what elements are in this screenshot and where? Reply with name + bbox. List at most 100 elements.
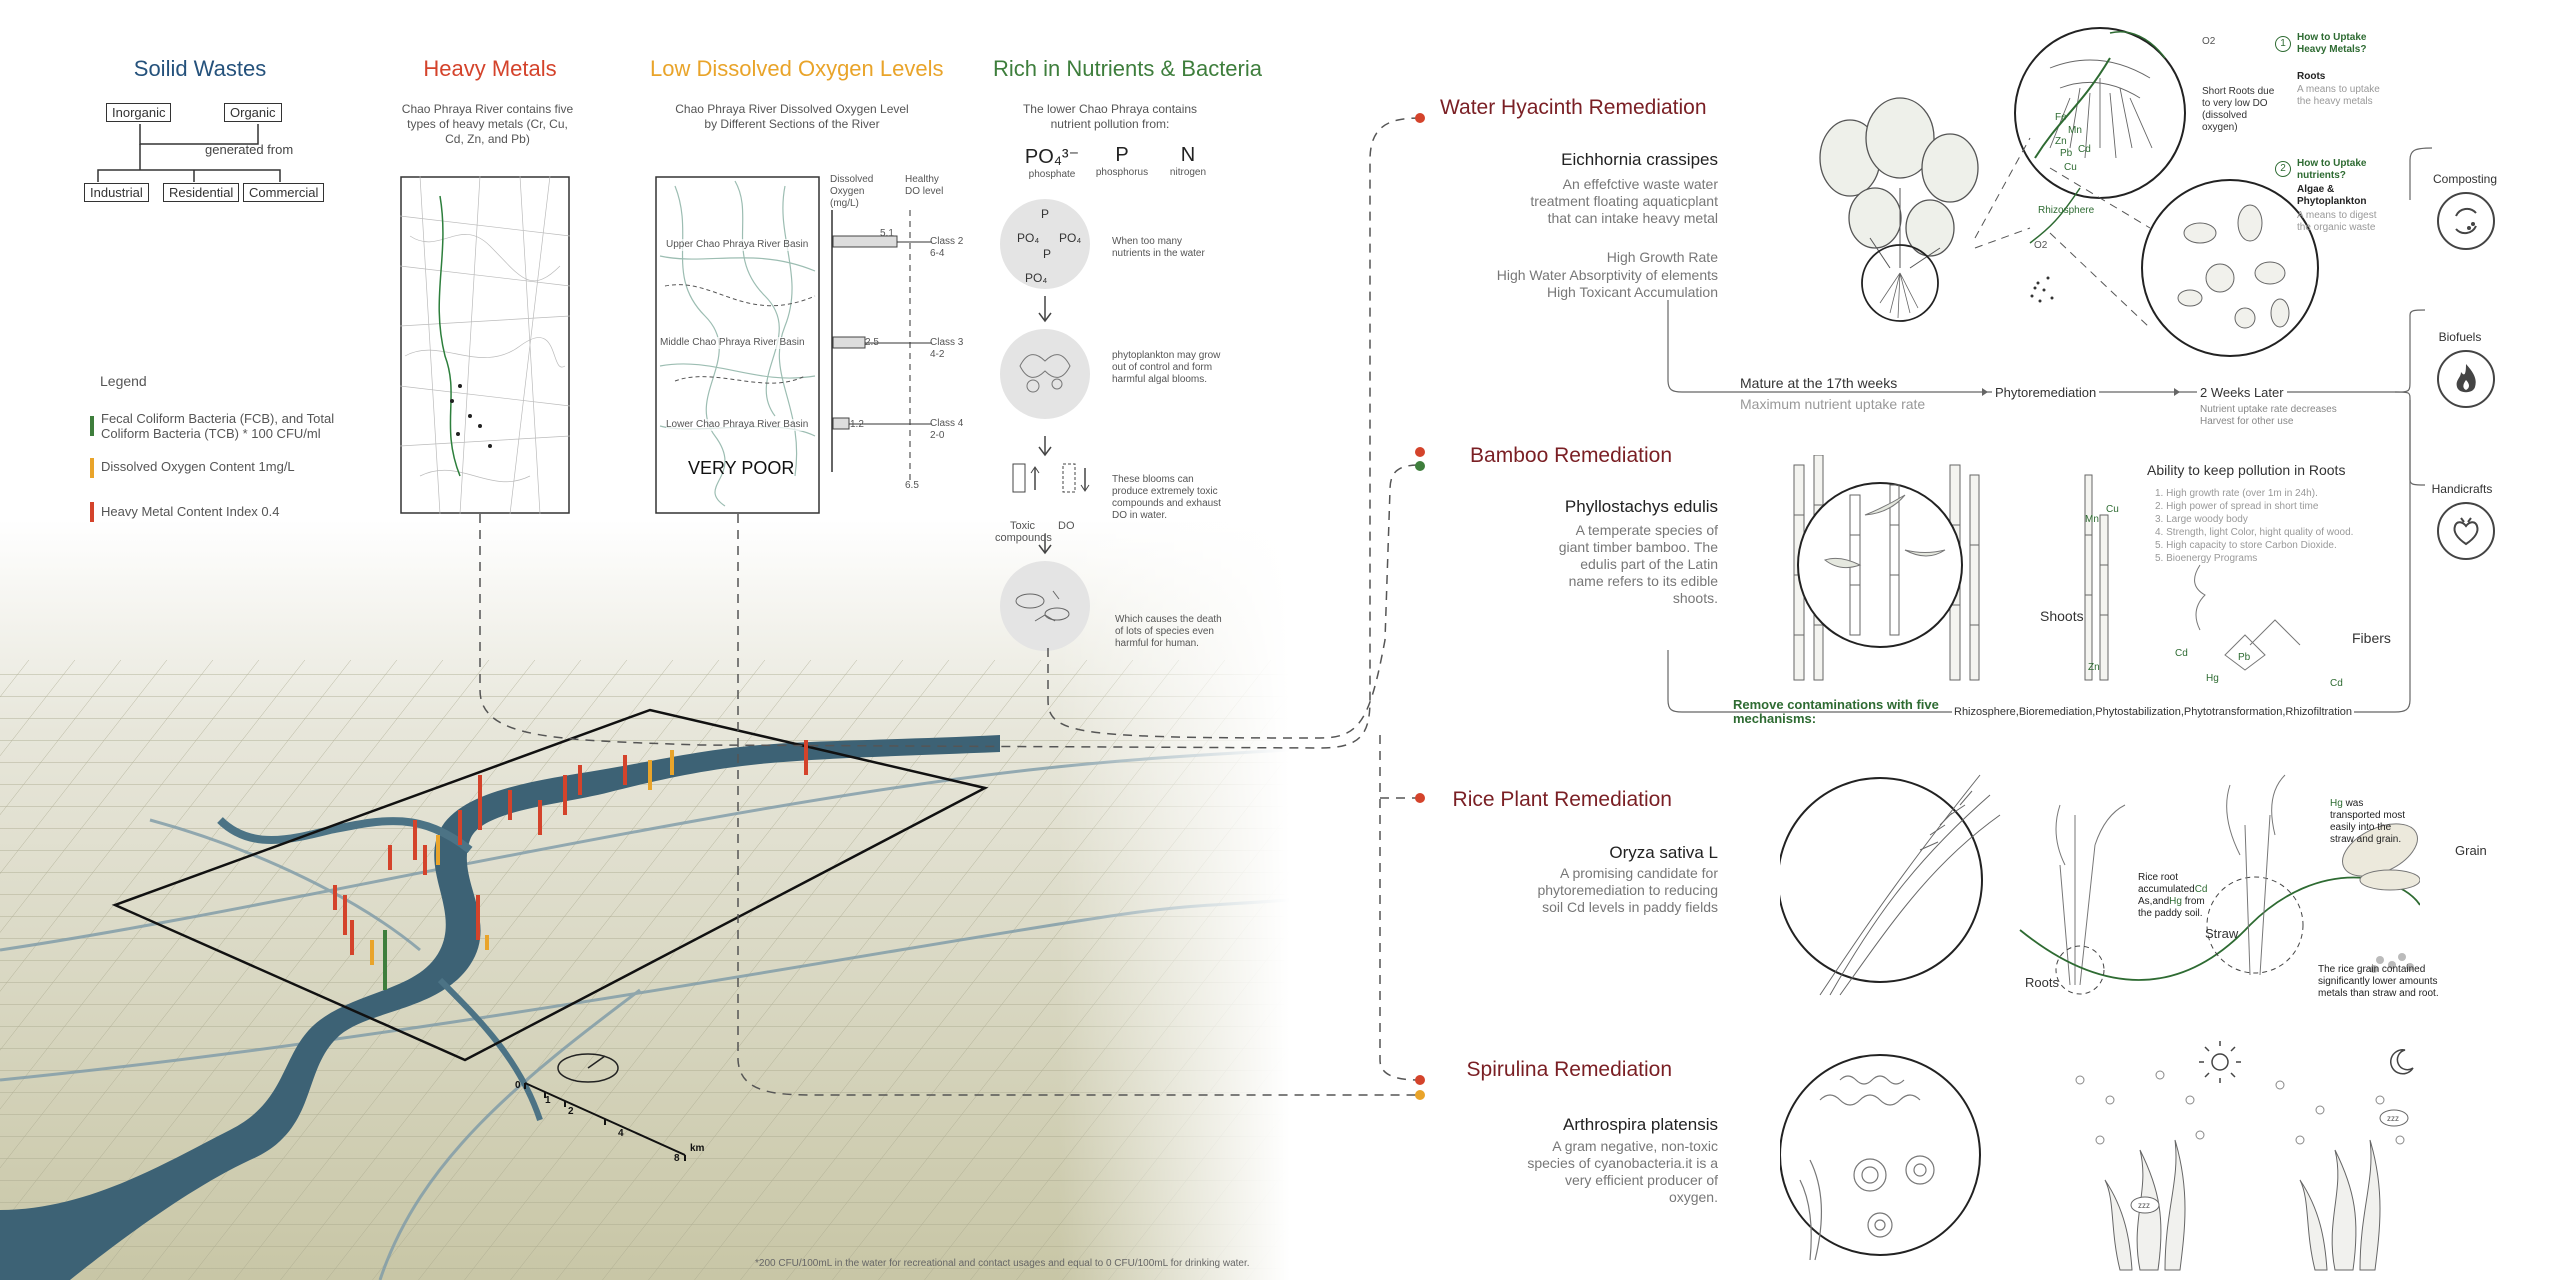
metal-cu: Cu — [2064, 162, 2077, 173]
metal-pb: Pb — [2060, 148, 2073, 159]
do-axis-label: Dissolved Oxygen (mg/L) — [830, 174, 874, 209]
bamboo-ability-3: 3. Large woody body — [2155, 514, 2248, 525]
nutrient-step-1: When too many nutrients in the water — [1112, 236, 1205, 259]
nutrients-title: Rich in Nutrients & Bacteria — [993, 56, 1262, 81]
legend-bar-heavy-metal — [90, 502, 94, 522]
q2-number: 2 — [2275, 161, 2291, 177]
q1-title: How to Uptake Heavy Metals? — [2297, 32, 2367, 55]
o2-top-label: O2 — [2202, 36, 2216, 47]
rice-root-note: Rice root accumulatedCd As,andHg from th… — [2138, 872, 2208, 919]
uptake-decrease-label: Nutrient uptake rate decreases — [2200, 404, 2337, 415]
metal-fe: Fe — [2055, 112, 2067, 123]
do-section-lower-label: Lower Chao Phraya River Basin — [666, 419, 809, 431]
bamboo-illustration — [1793, 455, 2301, 681]
handicrafts-icon — [2437, 502, 2495, 560]
bamboo-ability-4: 4. Strength, light Color, hight quality … — [2155, 527, 2354, 538]
do-map-caption: VERY POOR — [688, 458, 795, 478]
legend-do-label: Dissolved Oxygen Content 1mg/L — [101, 459, 295, 474]
water-hyacinth-title: Water Hyacinth Remediation — [1440, 96, 1707, 119]
zzz-bubble-2: zzz — [2138, 1201, 2150, 1210]
inorganic-box: Inorganic — [106, 103, 172, 122]
legend-bar-fcb — [90, 416, 94, 436]
q2-answer: Algae & Phytoplankton — [2297, 184, 2367, 207]
nutrient-step-3: These blooms can produce extremely toxic… — [1112, 474, 1221, 521]
residential-box: Residential — [163, 183, 240, 202]
nutrient-phosphorus: P phosphorus — [1095, 144, 1149, 178]
do-bar-chart — [831, 210, 932, 480]
water-hyacinth-desc: An effefctive waste water treatment floa… — [1530, 176, 1718, 226]
rice-roots-label: Roots — [2025, 975, 2059, 990]
weeks-later-label: 2 Weeks Later — [2197, 385, 2287, 400]
aerial-city-map — [0, 520, 1290, 1280]
bamboo-species: Phyllostachys edulis — [1564, 497, 1718, 516]
water-hyacinth-feature-3: High Toxicant Accumulation — [1547, 284, 1718, 300]
generated-from-label: generated from — [205, 142, 294, 157]
bamboo-ability-5: 5. High capacity to store Carbon Dioxide… — [2155, 540, 2337, 551]
scale-tick-2: 2 — [568, 1106, 574, 1117]
commercial-box: Commercial — [243, 183, 325, 202]
mature-label: Mature at the 17th weeks — [1740, 375, 1898, 391]
do-section-middle-label: Middle Chao Phraya River Basin — [660, 337, 805, 349]
rice-hg-note: Hg was transported most easily into the … — [2330, 798, 2406, 845]
svg-text:PO₄: PO₄ — [1017, 231, 1039, 245]
organic-box: Organic — [224, 103, 282, 122]
bamboo-ability-2: 2. High power of spread in short time — [2155, 501, 2319, 512]
do-lower-value: 1.2 — [850, 419, 864, 430]
rice-species: Oryza sativa L — [1609, 843, 1718, 862]
low-do-title: Low Dissolved Oxygen Levels — [650, 56, 944, 81]
bamboo-metal-zn: Zn — [2088, 662, 2100, 673]
nutrient-step-2: phytoplankton may grow out of control an… — [1112, 350, 1221, 385]
svg-text:PO₄: PO₄ — [1059, 231, 1081, 245]
svg-text:P: P — [1043, 247, 1051, 261]
legend-title: Legend — [100, 373, 147, 389]
spirulina-desc: A gram negative, non-toxic species of cy… — [1527, 1138, 1718, 1205]
do-indicator-label: DO — [1058, 520, 1075, 532]
svg-text:P: P — [1041, 207, 1049, 221]
svg-text:PO₄: PO₄ — [1025, 271, 1047, 285]
q2-desc: A means to digest the organic waste — [2297, 210, 2377, 233]
water-hyacinth-feature-1: High Growth Rate — [1606, 249, 1718, 265]
use-biofuels-label: Biofuels — [2438, 330, 2482, 344]
bamboo-ability-6: 5. Bioenergy Programs — [2155, 553, 2258, 564]
nutrient-process-diagram: P PO₄ PO₄ P PO₄ — [1000, 199, 1090, 651]
scale-tick-1: 1 — [545, 1095, 551, 1106]
bamboo-mechanisms: Rhizosphere,Bioremediation,Phytostabiliz… — [1952, 706, 2355, 718]
rice-desc: A promising candidate for phytoremediati… — [1537, 865, 1718, 915]
use-handicrafts-label: Handicrafts — [2431, 482, 2493, 496]
bamboo-shoots-label: Shoots — [2040, 608, 2084, 624]
bamboo-metal-mn: Mn — [2085, 514, 2099, 525]
metal-zn: Zn — [2055, 136, 2067, 147]
rhizosphere-label: Rhizosphere — [2038, 205, 2095, 216]
bamboo-metal-cd-1: Cd — [2175, 648, 2188, 659]
spirulina-species: Arthrospira platensis — [1563, 1115, 1718, 1134]
heavy-metals-map — [400, 176, 570, 514]
bamboo-remove-label: Remove contaminations with five mechanis… — [1733, 697, 1939, 726]
max-uptake-label: Maximum nutrient uptake rate — [1740, 396, 1926, 412]
bamboo-metal-cu: Cu — [2106, 504, 2119, 515]
flame-icon — [2437, 350, 2495, 408]
metal-mn: Mn — [2068, 125, 2082, 136]
nutrient-nitrogen: N nitrogen — [1169, 144, 1207, 178]
rice-straw-label: Straw — [2205, 926, 2239, 941]
low-do-desc: Chao Phraya River Dissolved Oxygen Level… — [675, 102, 909, 131]
spirulina-illustration — [1780, 1041, 2414, 1271]
scale-unit: km — [690, 1143, 705, 1154]
bamboo-metal-hg: Hg — [2206, 673, 2219, 684]
heavy-metals-desc: Chao Phraya River contains five types of… — [401, 102, 574, 146]
water-hyacinth-species: Eichhornia crassipes — [1561, 150, 1718, 169]
bamboo-ability-1: 1. High growth rate (over 1m in 24h). — [2155, 488, 2318, 499]
scale-tick-8: 8 — [674, 1153, 680, 1164]
solid-wastes-tree — [97, 124, 281, 182]
composting-icon — [2437, 192, 2495, 250]
footnote: *200 CFU/100mL in the water for recreati… — [755, 1258, 1250, 1269]
short-roots-note: Short Roots due to very low DO (dissolve… — [2202, 86, 2275, 133]
rice-title: Rice Plant Remediation — [1452, 788, 1672, 811]
nutrients-desc: The lower Chao Phraya contains nutrient … — [1022, 102, 1198, 131]
rice-illustration — [1780, 774, 2420, 996]
q1-number: 1 — [2275, 36, 2291, 52]
legend-heavy-metal-label: Heavy Metal Content Index 0.4 — [101, 504, 280, 519]
